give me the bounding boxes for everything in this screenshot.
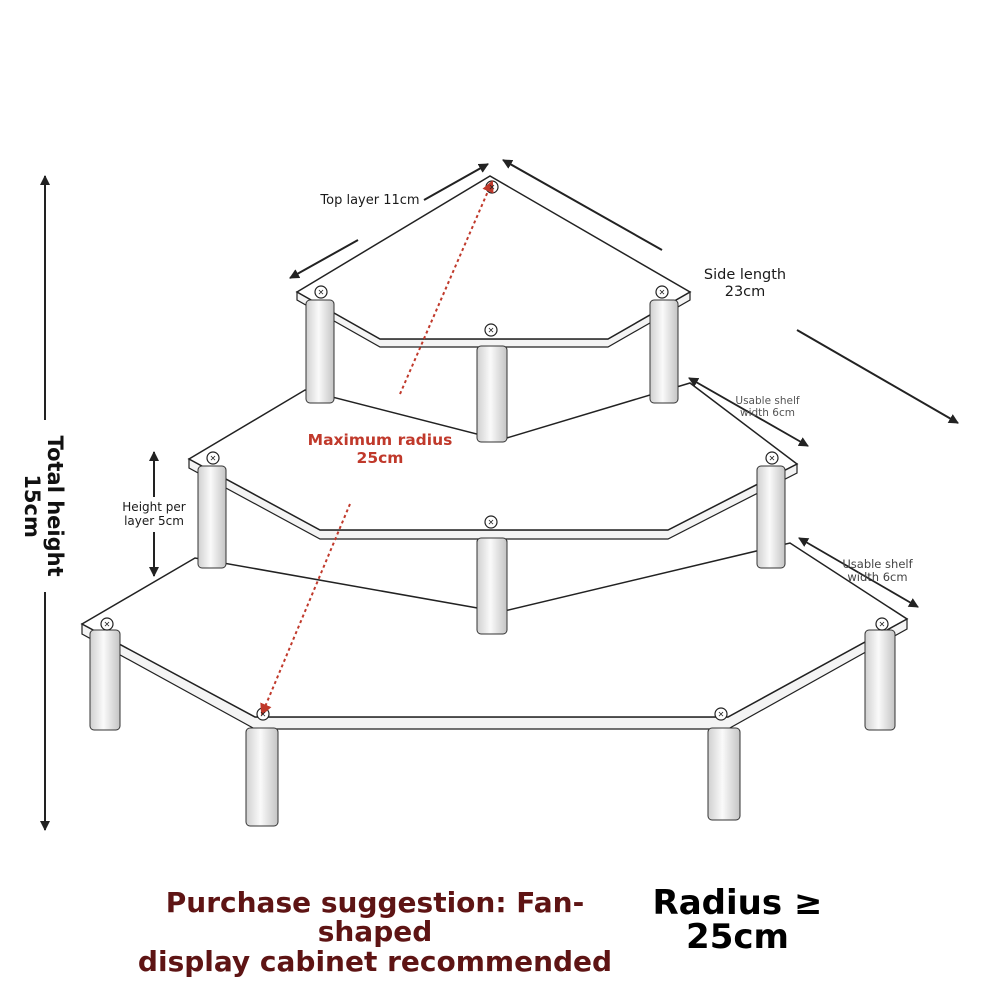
screw-cross-icon: ✕ xyxy=(104,620,111,629)
middle-tier xyxy=(187,382,799,635)
screw xyxy=(206,451,220,465)
screw-cross-icon: ✕ xyxy=(318,288,325,297)
screw-cross-icon: ✕ xyxy=(260,710,267,719)
screw-cross-icon: ✕ xyxy=(659,288,666,297)
usable-shelf-label-lower: Usable shelf width 6cm xyxy=(842,557,913,585)
top-mid-leg xyxy=(476,345,508,443)
screw-cross-icon: ✕ xyxy=(210,454,217,463)
screw xyxy=(100,617,114,631)
top-left-leg xyxy=(305,299,335,404)
top-right-leg xyxy=(649,299,679,404)
middle-front-left-leg xyxy=(197,465,227,569)
max-radius-arrow-up xyxy=(399,180,494,395)
screw xyxy=(484,515,498,529)
middle-front-mid-leg xyxy=(476,537,508,635)
top-tier xyxy=(295,175,692,443)
screw xyxy=(314,285,328,299)
usable-shelf-dimension-line xyxy=(688,377,809,447)
screw-cross-icon: ✕ xyxy=(769,454,776,463)
screw xyxy=(714,707,728,721)
screw xyxy=(765,451,779,465)
screw xyxy=(655,285,669,299)
side-length-dimension-line xyxy=(796,329,959,424)
screw-cross-icon: ✕ xyxy=(879,620,886,629)
screw-cross-icon: ✕ xyxy=(489,183,496,192)
screw-cross-icon: ✕ xyxy=(718,710,725,719)
usable-shelf-label-upper: Usable shelf width 6cm xyxy=(735,395,800,420)
bottom-front-left-leg xyxy=(89,629,121,731)
screw xyxy=(484,323,498,337)
radius-requirement: Radius ≥ 25cm xyxy=(652,883,823,957)
top-layer-label: Top layer 11cm xyxy=(320,193,420,208)
bottom-front-mid-left-leg xyxy=(245,727,279,827)
top-layer-dimension-line xyxy=(289,239,359,279)
bottom-front-mid-right-leg xyxy=(707,727,741,821)
height-per-layer-label: Height per layer 5cm xyxy=(122,500,186,528)
total-height-label: Total height 15cm xyxy=(20,435,68,577)
bottom-front-right-leg xyxy=(864,629,896,731)
top-shelf xyxy=(295,175,692,340)
side-length-label: Side length 23cm xyxy=(703,267,787,300)
screw-cross-icon: ✕ xyxy=(488,326,495,335)
max-radius-label: Maximum radius 25cm xyxy=(307,431,453,467)
middle-front-right-leg xyxy=(756,465,786,569)
side-length-dimension-line xyxy=(502,159,663,251)
screw-cross-icon: ✕ xyxy=(488,518,495,527)
top-layer-dimension-line xyxy=(423,163,489,201)
screw xyxy=(875,617,889,631)
usable-shelf-dimension-line xyxy=(798,537,919,608)
purchase-suggestion: Purchase suggestion: Fan-shaped display … xyxy=(137,886,613,978)
max-radius-arrow-down xyxy=(260,503,351,716)
